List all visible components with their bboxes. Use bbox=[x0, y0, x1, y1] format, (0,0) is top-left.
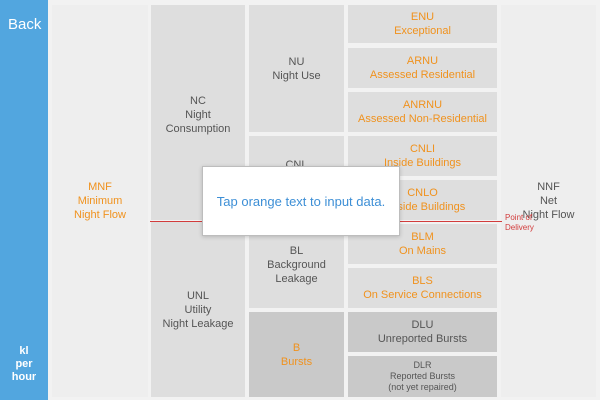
mnf-code: MNF bbox=[88, 181, 112, 193]
unl-cell: UNL Utility Night Leakage bbox=[151, 222, 245, 397]
mnf-cell[interactable]: MNF Minimum Night Flow bbox=[52, 5, 148, 397]
dlu-code: DLU bbox=[411, 319, 434, 331]
dlr-cell: DLR Reported Bursts (not yet repaired) bbox=[348, 356, 497, 397]
nu-line1: Night Use bbox=[272, 69, 321, 82]
nnf-line2: Night Flow bbox=[522, 209, 575, 221]
bl-code: BL bbox=[289, 245, 304, 257]
b-line1: Bursts bbox=[280, 355, 313, 368]
blm-code: BLM bbox=[411, 231, 434, 243]
unl-code: UNL bbox=[186, 289, 209, 302]
enu-cell[interactable]: ENU Exceptional bbox=[348, 5, 497, 43]
bls-line1: On Service Connections bbox=[363, 289, 482, 301]
nnf-cell: NNF Net Night Flow bbox=[501, 5, 596, 397]
anrnu-line1: Assessed Non-Residential bbox=[357, 113, 487, 125]
hint-dialog[interactable]: Tap orange text to input data. bbox=[202, 166, 400, 236]
enu-line1: Exceptional bbox=[394, 25, 451, 37]
arnu-line1: Assessed Residential bbox=[369, 69, 476, 81]
pod-line2: Delivery bbox=[505, 223, 534, 232]
nc-cell: NC Night Consumption bbox=[151, 5, 245, 220]
nnf-code: NNF bbox=[537, 181, 560, 193]
bl-cell: BL Background Leakage bbox=[249, 222, 344, 308]
dlr-line2: (not yet repaired) bbox=[388, 382, 457, 392]
mnf-line1: Minimum bbox=[77, 195, 123, 207]
unit-line-per: per bbox=[15, 358, 33, 370]
nc-line2: Consumption bbox=[165, 123, 231, 135]
dlr-line1: Reported Bursts bbox=[389, 371, 456, 381]
unl-line1: Utility bbox=[184, 303, 212, 316]
bl-line2: Leakage bbox=[275, 273, 318, 285]
cnli-line1: Inside Buildings bbox=[383, 157, 462, 169]
nu-cell: NU Night Use bbox=[249, 5, 344, 132]
bls-code: BLS bbox=[412, 275, 433, 287]
bls-cell[interactable]: BLS On Service Connections bbox=[348, 268, 497, 308]
unl-line2: Night Leakage bbox=[162, 317, 234, 330]
nc-code: NC bbox=[190, 95, 206, 107]
unit-label: kl per hour bbox=[0, 345, 48, 384]
dlu-cell: DLU Unreported Bursts bbox=[348, 312, 497, 352]
unit-line-kl: kl bbox=[19, 345, 29, 357]
unit-line-hour: hour bbox=[11, 371, 37, 383]
cnlo-code: CNLO bbox=[407, 187, 438, 199]
nnf-line1: Net bbox=[539, 195, 558, 207]
dlu-line1: Unreported Bursts bbox=[377, 333, 468, 345]
b-code: B bbox=[292, 341, 301, 354]
b-cell[interactable]: B Bursts bbox=[249, 312, 344, 397]
hint-message: Tap orange text to input data. bbox=[216, 193, 386, 209]
point-of-delivery-label: Point of Delivery bbox=[505, 213, 534, 233]
mnf-line2: Night Flow bbox=[74, 209, 126, 221]
blm-line1: On Mains bbox=[398, 245, 447, 257]
arnu-code: ARNU bbox=[406, 55, 439, 67]
sidebar: Back kl per hour bbox=[0, 0, 48, 400]
anrnu-code: ANRNU bbox=[402, 99, 443, 111]
arnu-cell[interactable]: ARNU Assessed Residential bbox=[348, 48, 497, 88]
dlr-code: DLR bbox=[413, 360, 432, 370]
pod-line1: Point of bbox=[505, 213, 533, 222]
bl-line1: Background bbox=[267, 259, 326, 271]
enu-code: ENU bbox=[410, 11, 435, 23]
back-button[interactable]: Back bbox=[8, 16, 42, 33]
cnli-code: CNLI bbox=[409, 143, 436, 155]
nu-code: NU bbox=[288, 55, 305, 68]
cnlo-line1: Outside Buildings bbox=[379, 201, 466, 213]
anrnu-cell[interactable]: ANRNU Assessed Non-Residential bbox=[348, 92, 497, 132]
nc-line1: Night bbox=[185, 109, 211, 121]
